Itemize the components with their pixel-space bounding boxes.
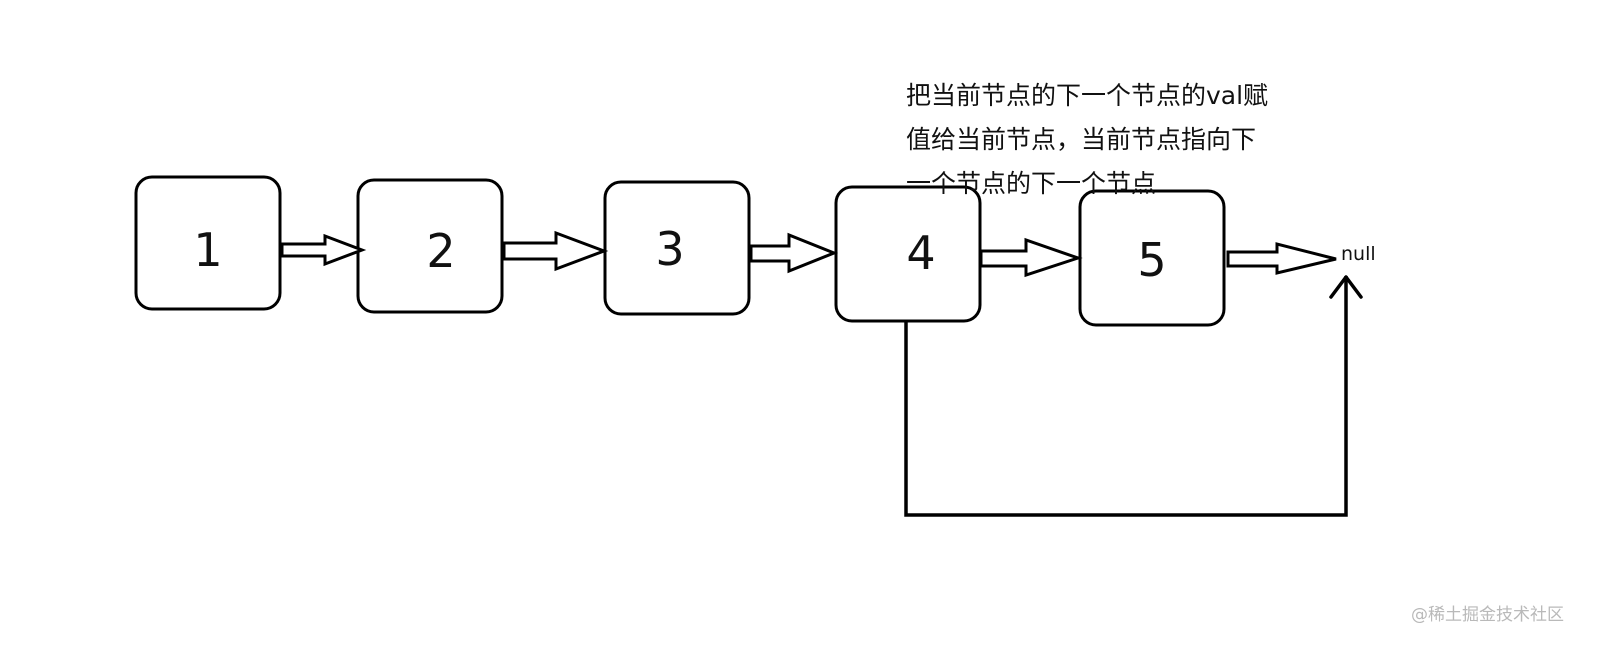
annotation-text: 把当前节点的下一个节点的val赋 值给当前节点，当前节点指向下 一个节点的下一个… — [906, 74, 1326, 206]
arrow-4-to-5 — [979, 237, 1083, 278]
null-label: null — [1341, 243, 1376, 265]
node-4: 4 — [834, 185, 982, 323]
annotation-line-2: 值给当前节点，当前节点指向下 — [906, 125, 1257, 154]
pointer-arrowhead — [1329, 275, 1363, 299]
node-3-label: 3 — [655, 222, 684, 276]
node-3-box — [603, 180, 751, 316]
node-2: 2 — [356, 178, 504, 314]
annotation-line-3: 一个节点的下一个节点 — [906, 169, 1157, 198]
node-1: 1 — [134, 175, 282, 311]
node-5-label: 5 — [1137, 233, 1166, 287]
arrow-3-to-4 — [749, 232, 839, 274]
arrow-5-to-null — [1226, 242, 1337, 275]
node-1-box — [134, 175, 282, 311]
node-1-label: 1 — [193, 223, 222, 277]
node-3: 3 — [603, 180, 751, 316]
watermark: @稀土掘金技术社区 — [1411, 605, 1564, 625]
node-4-label: 4 — [906, 226, 935, 280]
pointer-4-to-null — [904, 276, 1348, 517]
node-2-box — [356, 178, 504, 314]
annotation-line-1: 把当前节点的下一个节点的val赋 — [906, 81, 1269, 110]
arrow-1-to-2 — [280, 233, 367, 267]
arrow-2-to-3 — [502, 230, 609, 272]
node-5: 5 — [1078, 189, 1226, 327]
node-2-label: 2 — [426, 224, 455, 278]
